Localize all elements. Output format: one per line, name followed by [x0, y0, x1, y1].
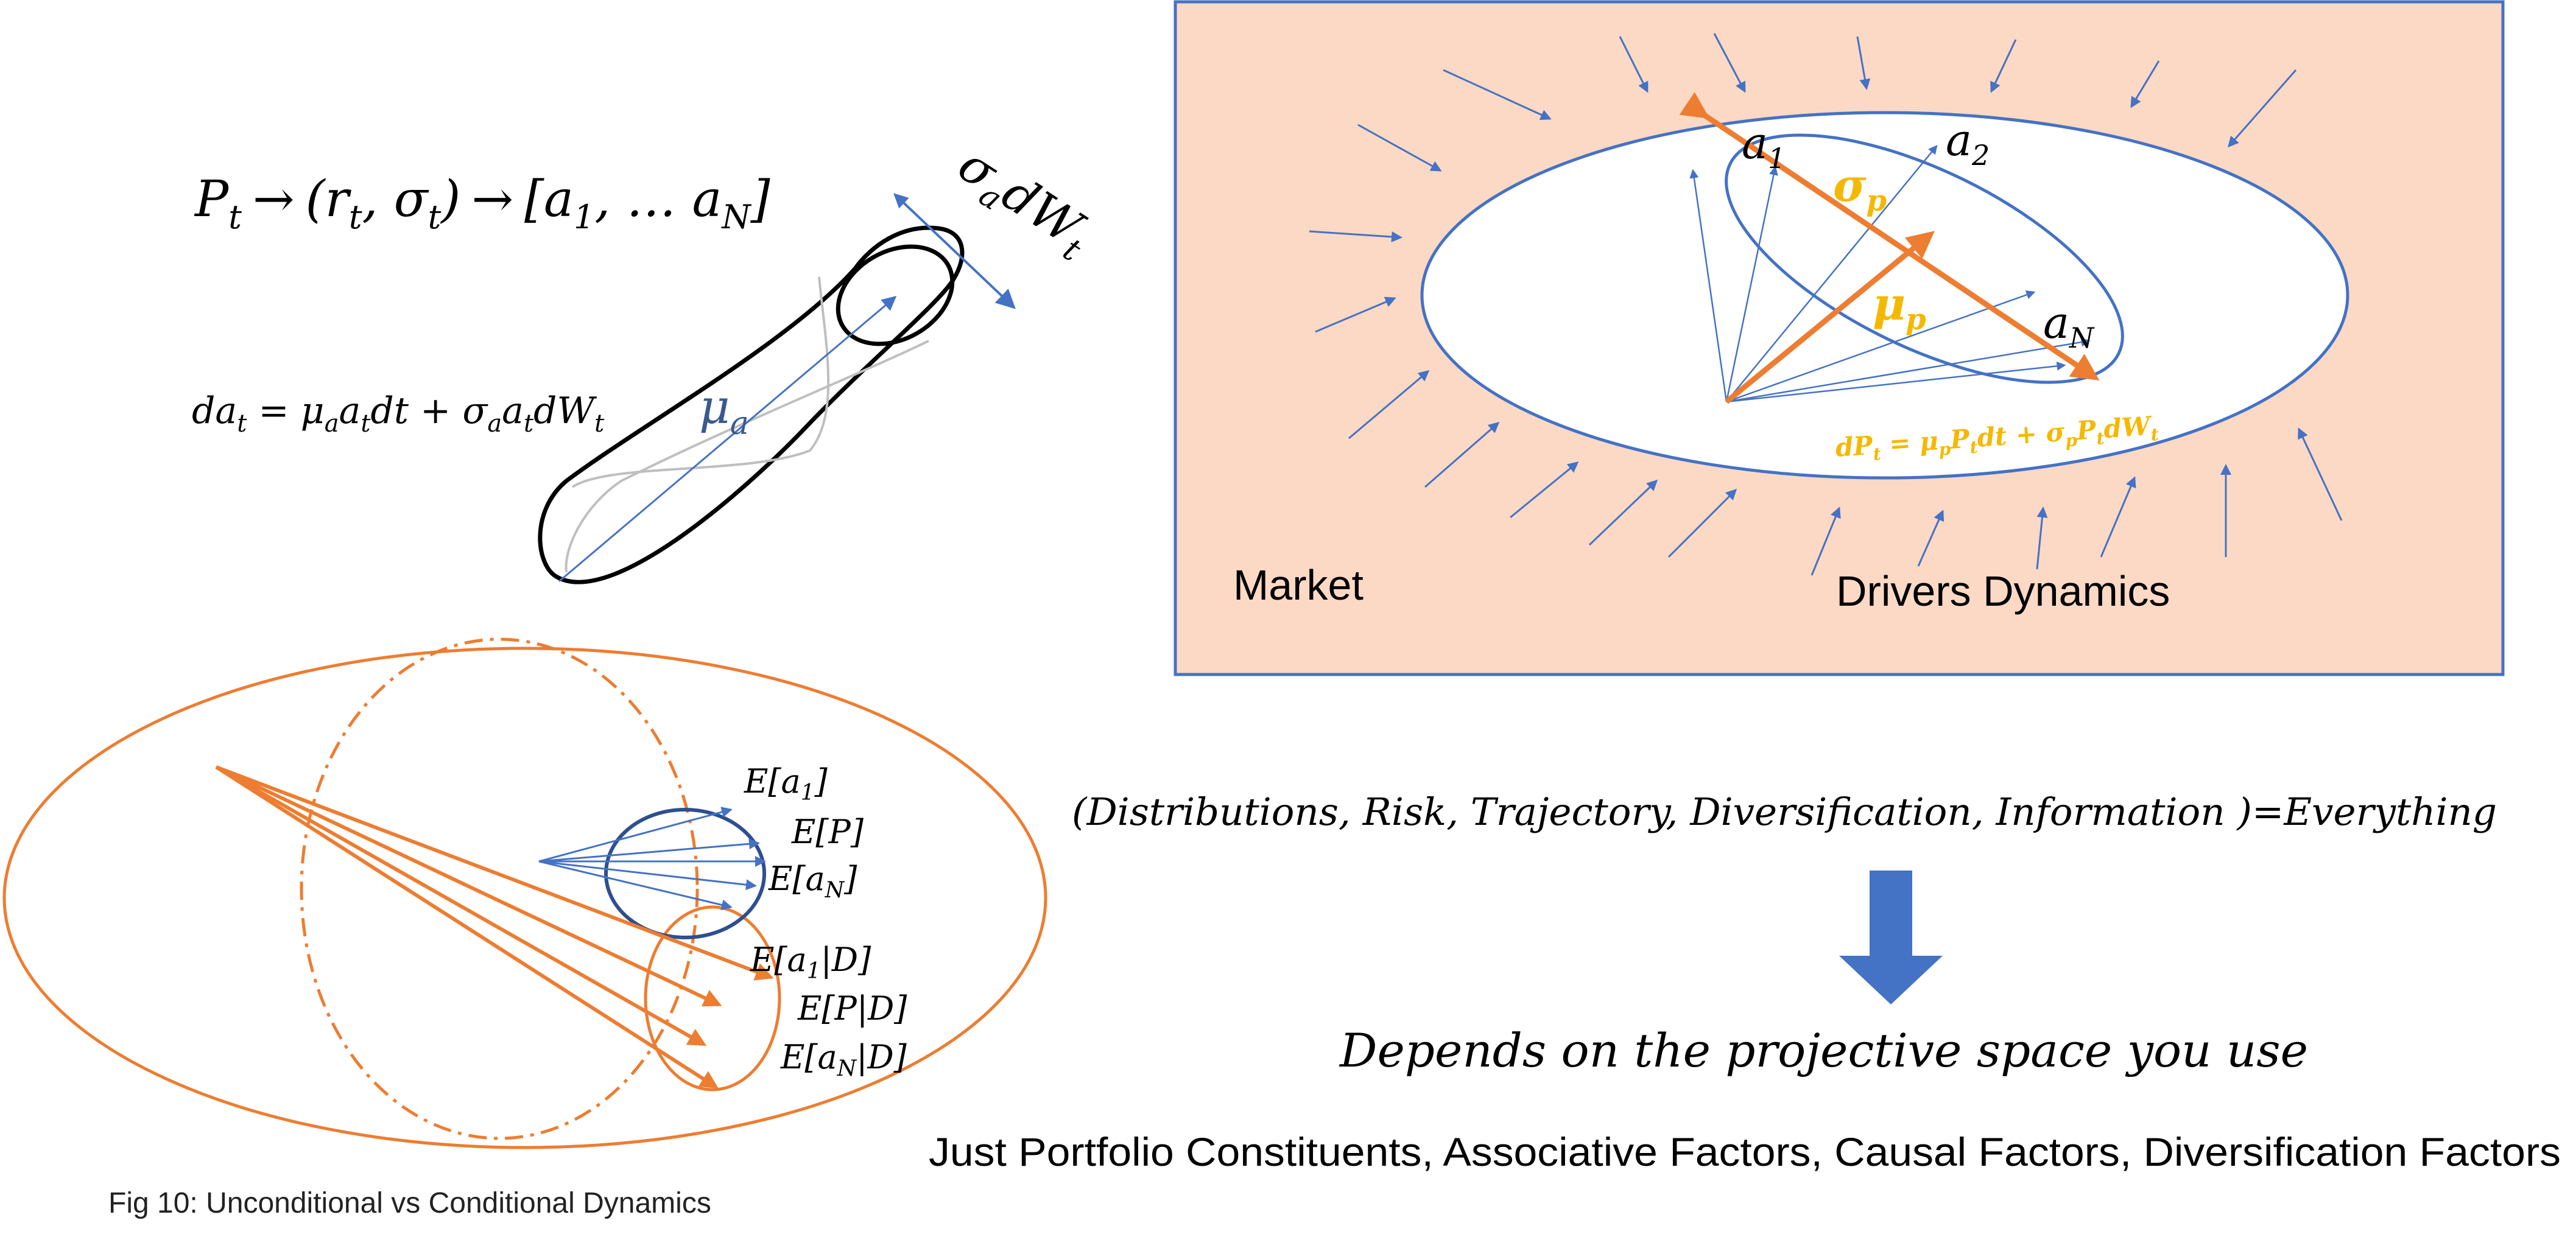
driver-arrow — [2130, 60, 2160, 108]
conclusion-panel: (Distributions, Risk, Trajectory, Divers… — [929, 790, 2561, 1174]
label-mu-p: μp — [1873, 278, 1926, 337]
mapping-chain: Pt→(rt, σt)→[a1, … aN] — [194, 170, 771, 236]
depends-statement: Depends on the projective space you use — [1339, 1023, 2308, 1078]
tube-inner-line — [571, 276, 830, 488]
down-arrow — [1839, 871, 1943, 1004]
tube-inner-line-2 — [565, 340, 929, 573]
unconditional-vector — [538, 860, 733, 911]
driver-arrow — [1357, 124, 1442, 172]
label-E-aN-given-D: E[aN|D] — [780, 1038, 907, 1081]
label-E-a1-given-D: E[a1|D] — [750, 941, 871, 984]
driver-arrow — [1443, 69, 1552, 120]
label-a1: a1 — [1742, 117, 1786, 175]
driver-arrow — [1713, 33, 1746, 93]
market-panel: a1 a2 aN σp μp dPt = μpPtdt + σpPtdWt Ma… — [1174, 0, 2505, 676]
asset-dynamics-panel: Pt→(rt, σt)→[a1, … aN] dat = μaatdt + σa… — [192, 136, 1102, 584]
figure-caption: Fig 10: Unconditional vs Conditional Dyn… — [108, 1187, 711, 1219]
sigma-p-axis — [1679, 92, 2100, 381]
unconditional-vectors — [538, 807, 766, 911]
conditional-vectors — [215, 765, 774, 1089]
outer-orange-ellipse — [2, 647, 1047, 1149]
unconditional-vector — [538, 838, 760, 863]
driver-arrow — [1917, 510, 1944, 567]
driver-arrow — [1667, 488, 1737, 558]
drift-arrow — [558, 296, 897, 583]
driver-arrow — [2100, 476, 2136, 558]
conditional-vector — [215, 765, 707, 1046]
driver-arrow — [1309, 230, 1402, 242]
everything-equation: (Distributions, Risk, Trajectory, Divers… — [1072, 790, 2497, 834]
unconditional-vector — [538, 860, 757, 891]
mu-p-vector — [1725, 231, 1935, 404]
driver-arrow — [2036, 506, 2048, 570]
driver-arrow — [1424, 422, 1500, 488]
volatility-label: σadWt — [945, 136, 1102, 269]
dashdot-orange-ellipse — [300, 637, 699, 1140]
unconditional-ellipse — [604, 808, 766, 939]
driver-arrow — [1990, 39, 2017, 93]
conditional-ellipse — [644, 905, 781, 1092]
factors-list: Just Portfolio Constituents, Associative… — [929, 1129, 2561, 1174]
driver-arrow — [1619, 36, 1649, 93]
driver-arrow — [1315, 296, 1396, 333]
conditional-dynamics-panel: E[a1] E[P] E[aN] E[a1|D] E[P|D] E[aN|D] … — [2, 637, 1047, 1219]
driver-arrow — [1348, 370, 1430, 440]
driver-arrow — [2228, 69, 2297, 148]
driver-arrow — [1588, 479, 1658, 546]
driver-arrow — [1811, 506, 1841, 576]
label-aN: aN — [2043, 297, 2095, 354]
driver-arrow — [1856, 36, 1871, 90]
label-E-P-given-D: E[P|D] — [797, 989, 907, 1028]
label-E-a1: E[a1] — [744, 762, 828, 805]
asset-sde: dat = μaatdt + σaatdWt — [192, 390, 605, 438]
label-E-aN: E[aN] — [768, 860, 857, 903]
conditional-vector — [215, 765, 774, 981]
driver-arrows — [1309, 33, 2343, 576]
driver-arrow — [2298, 427, 2343, 521]
portfolio-sde: dPt = μpPtdt + σpPtdWt — [1834, 410, 2159, 467]
conditional-vector — [215, 765, 722, 1007]
tube-opening — [836, 244, 955, 346]
driver-arrow — [1510, 461, 1579, 519]
drift-label: μa — [699, 380, 749, 442]
unconditional-vector — [538, 807, 733, 863]
market-label: Market — [1233, 561, 1364, 609]
volatility-arrow — [893, 193, 1016, 309]
conditional-vector — [215, 765, 719, 1089]
label-a2: a2 — [1946, 114, 1990, 172]
label-E-P: E[P] — [791, 813, 864, 851]
drivers-dynamics-label: Drivers Dynamics — [1836, 567, 2170, 615]
label-sigma-p: σp — [1833, 159, 1887, 218]
tube-outline — [538, 225, 965, 584]
